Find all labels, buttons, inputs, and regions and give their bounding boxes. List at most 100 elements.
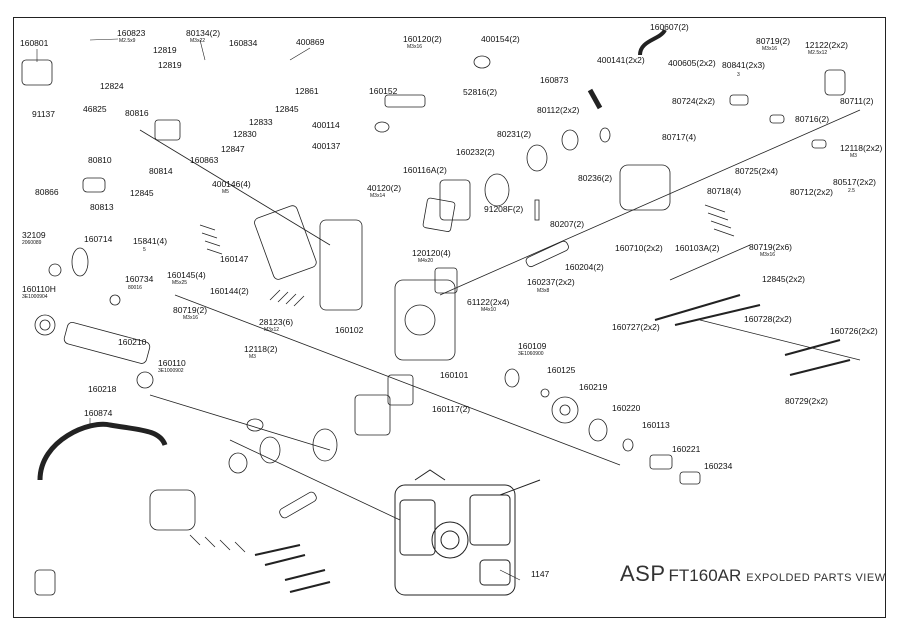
spec-80719-c: M3x16: [183, 315, 199, 321]
spacer: [109, 294, 121, 306]
cam-follower-shaft: [649, 454, 673, 470]
intake-manifold: [254, 205, 317, 280]
label-80717: 80717(4): [662, 132, 697, 142]
label-160117: 160117(2): [432, 404, 471, 414]
label-120120: 120120(4): [412, 248, 451, 258]
breather-fitting: [587, 88, 603, 110]
spec-80841: 3: [737, 72, 740, 78]
label-1147: 1147: [531, 569, 550, 579]
axis-line-rod: [699, 319, 861, 361]
cylinder-head-upper: [619, 164, 671, 211]
label-12845-b: 12845: [130, 188, 154, 198]
spec-12118-b: M3: [249, 354, 256, 360]
label-160726: 160726(2x2): [830, 326, 878, 336]
carburetor-body: [21, 59, 53, 86]
label-80719-a: 80719(2): [756, 36, 791, 46]
axis-line-lower: [229, 439, 401, 521]
label-160710: 160710(2x2): [615, 243, 663, 253]
label-80814: 80814: [149, 166, 173, 176]
label-160147: 160147: [220, 254, 249, 264]
bolt-group-4: [189, 534, 246, 553]
label-400605: 400605(2x2): [668, 58, 716, 68]
spec-160823: M2.5x9: [119, 38, 136, 44]
rocker-arm-b: [769, 114, 785, 124]
label-12819-a: 12819: [153, 45, 177, 55]
label-160874: 160874: [84, 408, 113, 418]
piston-lower: [259, 436, 281, 464]
breather-tube-upper: [638, 28, 667, 56]
label-160204: 160204(2): [565, 262, 604, 272]
pushrod-lower-1: [254, 544, 301, 556]
label-80719-c: 80719(2): [173, 305, 208, 315]
cylinder-upper: [439, 179, 471, 221]
label-160237: 160237(2x2): [527, 277, 575, 287]
pushrod-1: [654, 294, 741, 321]
label-28123: 28123(6): [259, 317, 294, 327]
label-80207: 80207(2): [550, 219, 585, 229]
label-400869: 400869: [296, 37, 325, 47]
leader-160823: [89, 38, 119, 41]
conrod-upper: [525, 240, 569, 268]
label-160220: 160220: [612, 403, 641, 413]
bolt-group-3: [704, 204, 735, 237]
label-46825: 46825: [83, 104, 107, 114]
label-160607: 160607(2): [650, 22, 689, 32]
label-12118-b: 12118(2): [244, 344, 278, 354]
label-52816: 52816(2): [463, 87, 498, 97]
label-160144: 160144(2): [210, 286, 249, 296]
spec-28123: M3x12: [264, 327, 280, 333]
leader-400869: [289, 47, 311, 61]
leader-1147: [499, 569, 521, 581]
bolt-group-2: [269, 289, 305, 307]
label-160113: 160113: [642, 420, 670, 430]
rocker-arm-c: [811, 139, 827, 149]
label-80813: 80813: [90, 202, 114, 212]
crankcase: [394, 279, 456, 361]
pushrod-tube-lower-1: [284, 569, 326, 581]
label-61122: 61122(2x4): [467, 297, 510, 307]
label-12824: 12824: [100, 81, 124, 91]
gudgeon-pin-upper: [534, 199, 540, 221]
label-160125: 160125: [547, 365, 576, 375]
label-12847: 12847: [221, 144, 245, 154]
pushrod-tube-2: [789, 359, 851, 376]
crankcase-bore: [404, 304, 436, 336]
label-160234: 160234: [704, 461, 733, 471]
spec-160145: M5x25: [172, 280, 188, 286]
label-80724: 80724(2x2): [672, 96, 716, 106]
label-400154: 400154(2): [481, 34, 520, 44]
pushrod-2: [674, 304, 761, 326]
label-80719-b: 80719(2x6): [749, 242, 793, 252]
leader-80134: [199, 39, 206, 61]
axis-line-valve: [669, 244, 751, 281]
spec-40120: M3x14: [370, 193, 386, 199]
label-80712: 80712(2x2): [790, 187, 834, 197]
label-160110H: 160110H: [22, 284, 56, 294]
piston-pin-lower: [246, 418, 264, 432]
label-80711: 80711(2): [840, 96, 874, 106]
label-80729: 80729(2x2): [785, 396, 829, 406]
label-160110: 160110: [158, 358, 186, 368]
label-160116A: 160116A(2): [403, 165, 447, 175]
label-160210: 160210: [118, 337, 147, 347]
label-12833: 12833: [249, 117, 273, 127]
axis-line-main: [174, 294, 621, 466]
label-80236: 80236(2): [578, 173, 613, 183]
label-160734: 160734: [125, 274, 154, 284]
label-80112: 80112(2x2): [537, 105, 580, 115]
pushrod-tube-1: [784, 339, 841, 356]
label-160152: 160152: [369, 86, 398, 96]
title-brand: ASP: [620, 561, 666, 586]
thrust-washer: [48, 263, 62, 277]
cylinder-liner-upper: [484, 173, 510, 207]
label-160218: 160218: [88, 384, 117, 394]
pushrod-tube-lower-2: [289, 581, 331, 593]
spec-12118-a: M3: [850, 153, 857, 159]
spec-32109: 2060089: [22, 240, 42, 246]
intake-spacer: [473, 55, 491, 69]
throttle-arm-part: [82, 177, 106, 193]
label-160232: 160232(2): [456, 147, 495, 157]
label-160221: 160221: [672, 444, 701, 454]
intake-pipe: [384, 94, 426, 108]
